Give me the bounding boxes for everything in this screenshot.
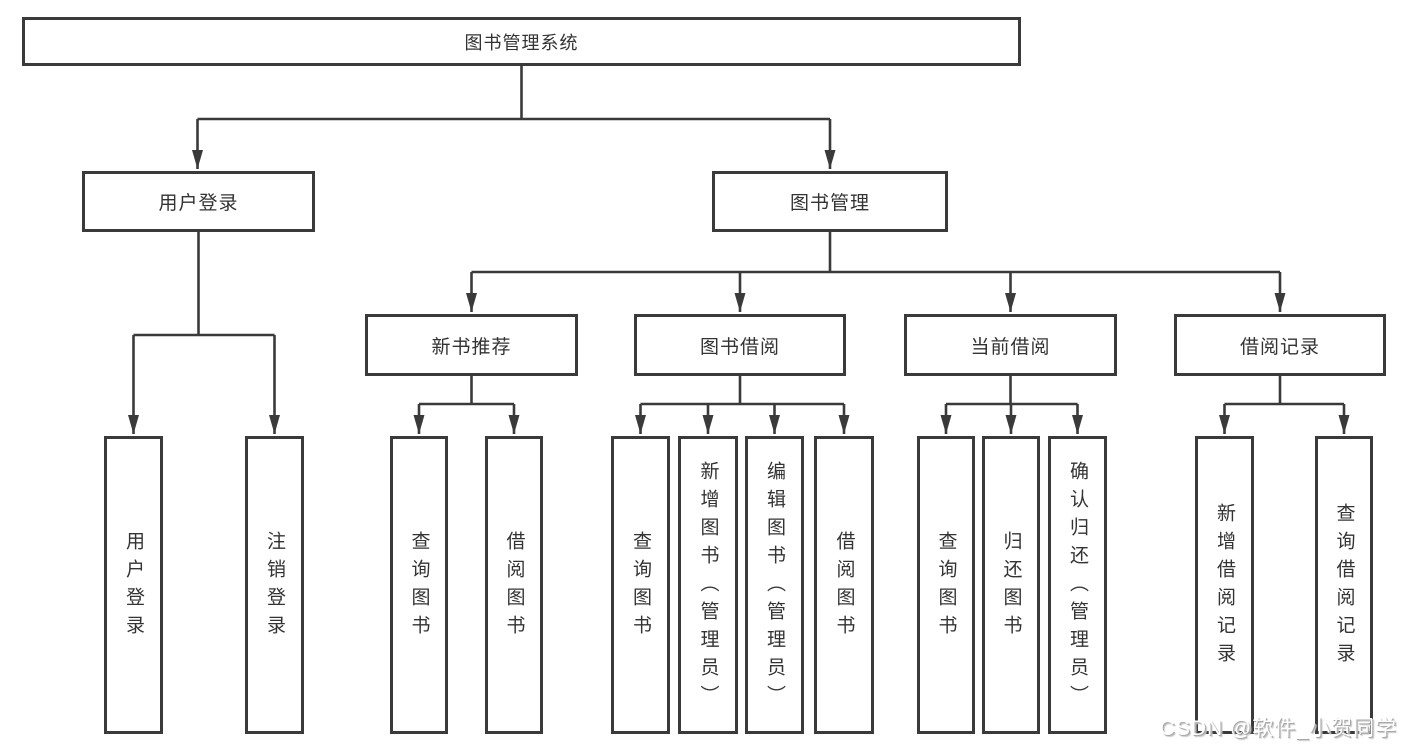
node-new-book-recommendation: 新书推荐 [365,314,578,376]
watermark: CSDN @软件_小贺同学 [1159,717,1397,740]
node-current-borrowing: 当前借阅 [904,314,1117,376]
node-book-management: 图书管理 [712,171,948,232]
leaf-add-books-admin: 新增图书（管理员） [678,436,738,734]
leaf-query-books-borrowing: 查询图书 [611,436,670,734]
node-user-login: 用户登录 [82,171,315,232]
leaf-borrow-books-recommend: 借阅图书 [485,436,543,734]
leaf-borrow-books-borrowing: 借阅图书 [814,436,874,734]
leaf-query-books-current: 查询图书 [917,436,975,734]
node-library-system: 图书管理系统 [22,17,1021,66]
leaf-return-books: 归还图书 [982,436,1040,734]
leaf-user-login: 用户登录 [104,436,163,734]
leaf-logout-login: 注销登录 [245,436,304,734]
leaf-query-books-recommend: 查询图书 [390,436,448,734]
leaf-query-borrow-record: 查询借阅记录 [1315,436,1373,734]
leaf-edit-books-admin: 编辑图书（管理员） [745,436,804,734]
node-borrowing-records: 借阅记录 [1174,314,1386,376]
leaf-confirm-return-admin: 确认归还（管理员） [1048,436,1107,734]
leaf-add-borrow-record: 新增借阅记录 [1195,436,1254,734]
node-book-borrowing: 图书借阅 [634,314,846,376]
